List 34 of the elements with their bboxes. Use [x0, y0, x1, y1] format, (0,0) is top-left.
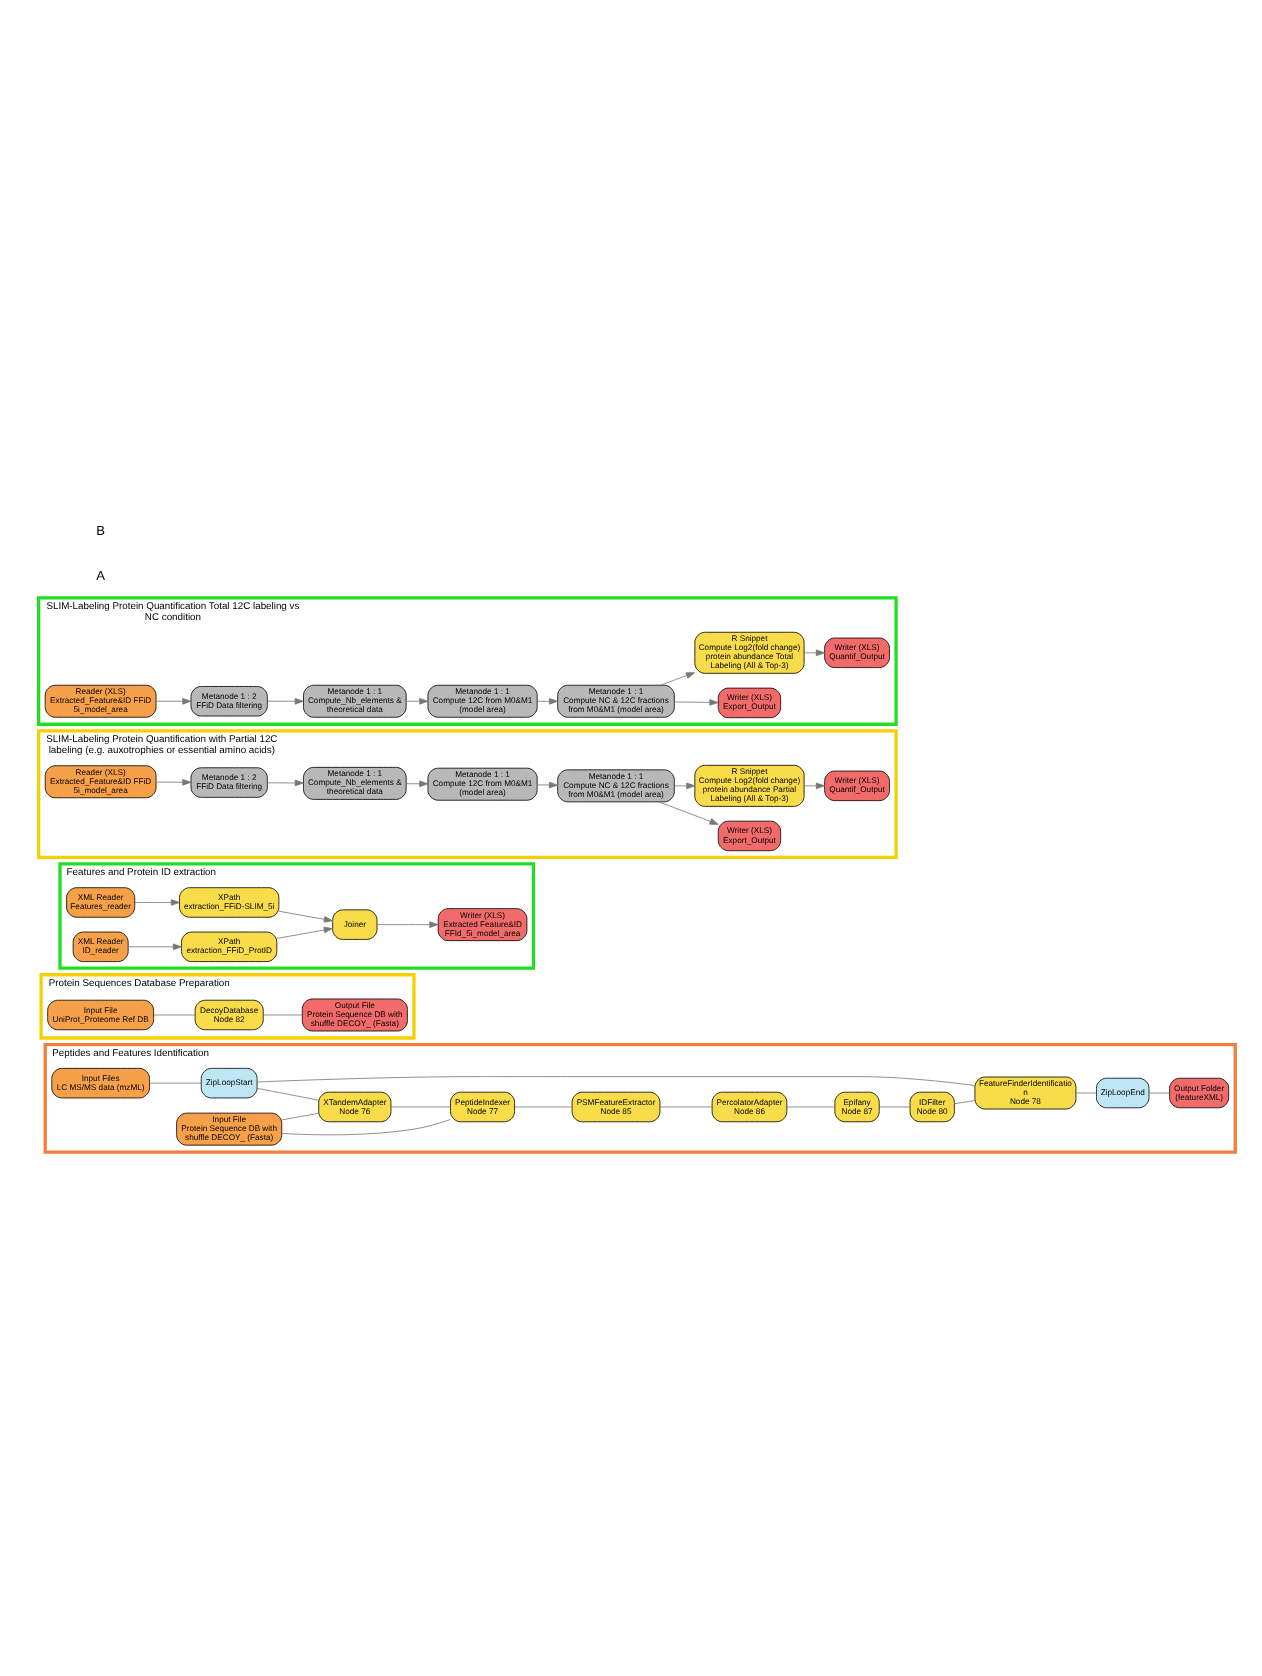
arrow	[267, 779, 304, 787]
connector	[514, 1106, 573, 1108]
arrow	[376, 921, 439, 928]
connector	[390, 1106, 451, 1108]
arrow	[156, 779, 192, 786]
arrow	[276, 926, 333, 939]
arrow	[803, 782, 825, 790]
connector	[1075, 1092, 1097, 1094]
connector	[786, 1106, 836, 1108]
connector	[263, 1014, 303, 1016]
arrow	[267, 697, 304, 705]
arrow	[674, 782, 696, 790]
connector	[1148, 1092, 1170, 1094]
connector	[281, 1112, 319, 1121]
connector	[149, 1082, 202, 1084]
connector	[954, 1100, 976, 1105]
arrow	[658, 801, 719, 825]
arrow	[674, 699, 719, 706]
connector	[153, 1014, 196, 1016]
arrow	[803, 649, 825, 657]
connector	[659, 1106, 713, 1108]
arrow	[660, 672, 696, 686]
arrow	[536, 697, 559, 705]
arrow	[536, 781, 559, 789]
arrow	[134, 899, 180, 906]
arrow	[405, 697, 429, 705]
connector	[256, 1087, 320, 1101]
connector	[281, 1119, 451, 1136]
arrow	[127, 943, 182, 951]
arrow	[156, 697, 192, 705]
connector	[879, 1106, 911, 1108]
connector	[256, 1076, 976, 1086]
arrow	[278, 910, 333, 923]
arrow	[405, 780, 429, 788]
